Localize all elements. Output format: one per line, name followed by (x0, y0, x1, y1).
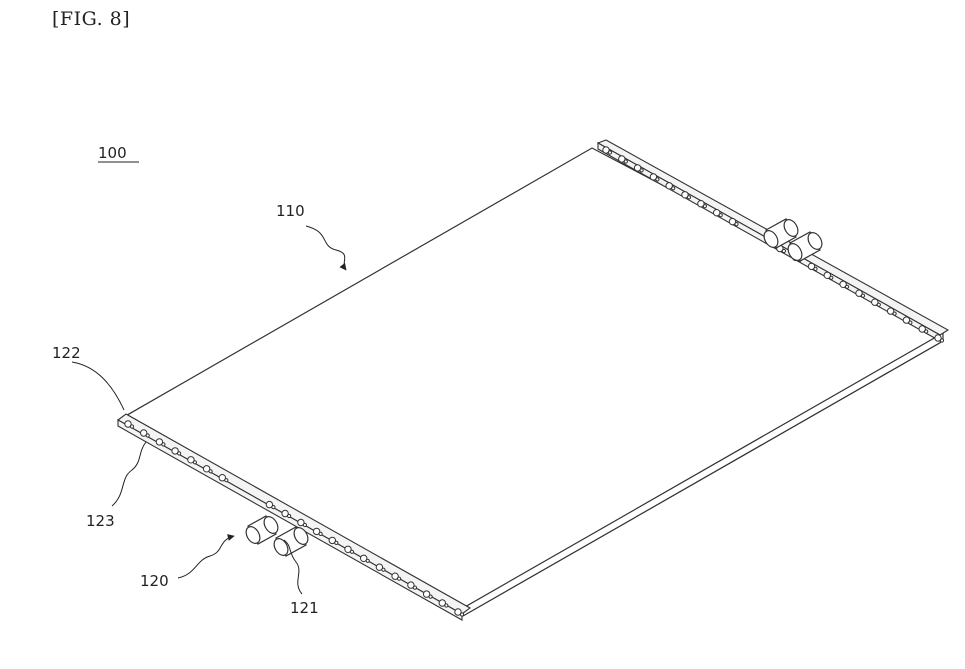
bolt-nut (382, 568, 385, 571)
bolt-nut (209, 470, 212, 473)
bolt-nut (687, 196, 690, 199)
bolt-nut (350, 550, 353, 553)
label-110: 110 (276, 202, 305, 220)
bolt-nut (814, 267, 817, 270)
label-100: 100 (98, 144, 127, 162)
bolt-nut (130, 425, 133, 428)
bolt-nut (460, 613, 463, 616)
leader-120 (178, 536, 234, 578)
bolt-nut (146, 434, 149, 437)
bolt-nut (735, 223, 738, 226)
bolt-nut (703, 205, 706, 208)
bolt-nut (366, 559, 369, 562)
bolt-nut (719, 214, 722, 217)
bolt-nut (193, 461, 196, 464)
leader-110 (306, 226, 346, 270)
bolt-nut (429, 595, 432, 598)
bolt-nut (398, 577, 401, 580)
bolt-nut (272, 506, 275, 509)
bolt-nut (413, 586, 416, 589)
bolt-nut (940, 339, 943, 342)
bolt-nut (608, 151, 611, 154)
bolt-nut (830, 276, 833, 279)
bolt-nut (846, 285, 849, 288)
label-120: 120 (140, 572, 169, 590)
bolt-nut (640, 169, 643, 172)
leader-123 (112, 442, 146, 506)
label-121: 121 (290, 599, 319, 617)
bolt-nut (877, 303, 880, 306)
label-122: 122 (52, 344, 81, 362)
bolt-nut (162, 443, 165, 446)
bolt-nut (624, 160, 627, 163)
bolt-nut (893, 312, 896, 315)
bolt-nut (303, 523, 306, 526)
bolt-nut (335, 541, 338, 544)
bolt-nut (861, 294, 864, 297)
bolt-nut (925, 330, 928, 333)
bolt-nut (445, 604, 448, 607)
bolt-nut (672, 187, 675, 190)
bolt-nut (909, 321, 912, 324)
bolt-nut (656, 178, 659, 181)
bolt-nut (288, 514, 291, 517)
bolt-nut (782, 249, 785, 252)
bolt-nut (225, 479, 228, 482)
bolt-nut (178, 452, 181, 455)
label-123: 123 (86, 512, 115, 530)
leader-122 (72, 362, 124, 410)
plate-110 (122, 148, 943, 616)
bolt-nut (319, 532, 322, 535)
